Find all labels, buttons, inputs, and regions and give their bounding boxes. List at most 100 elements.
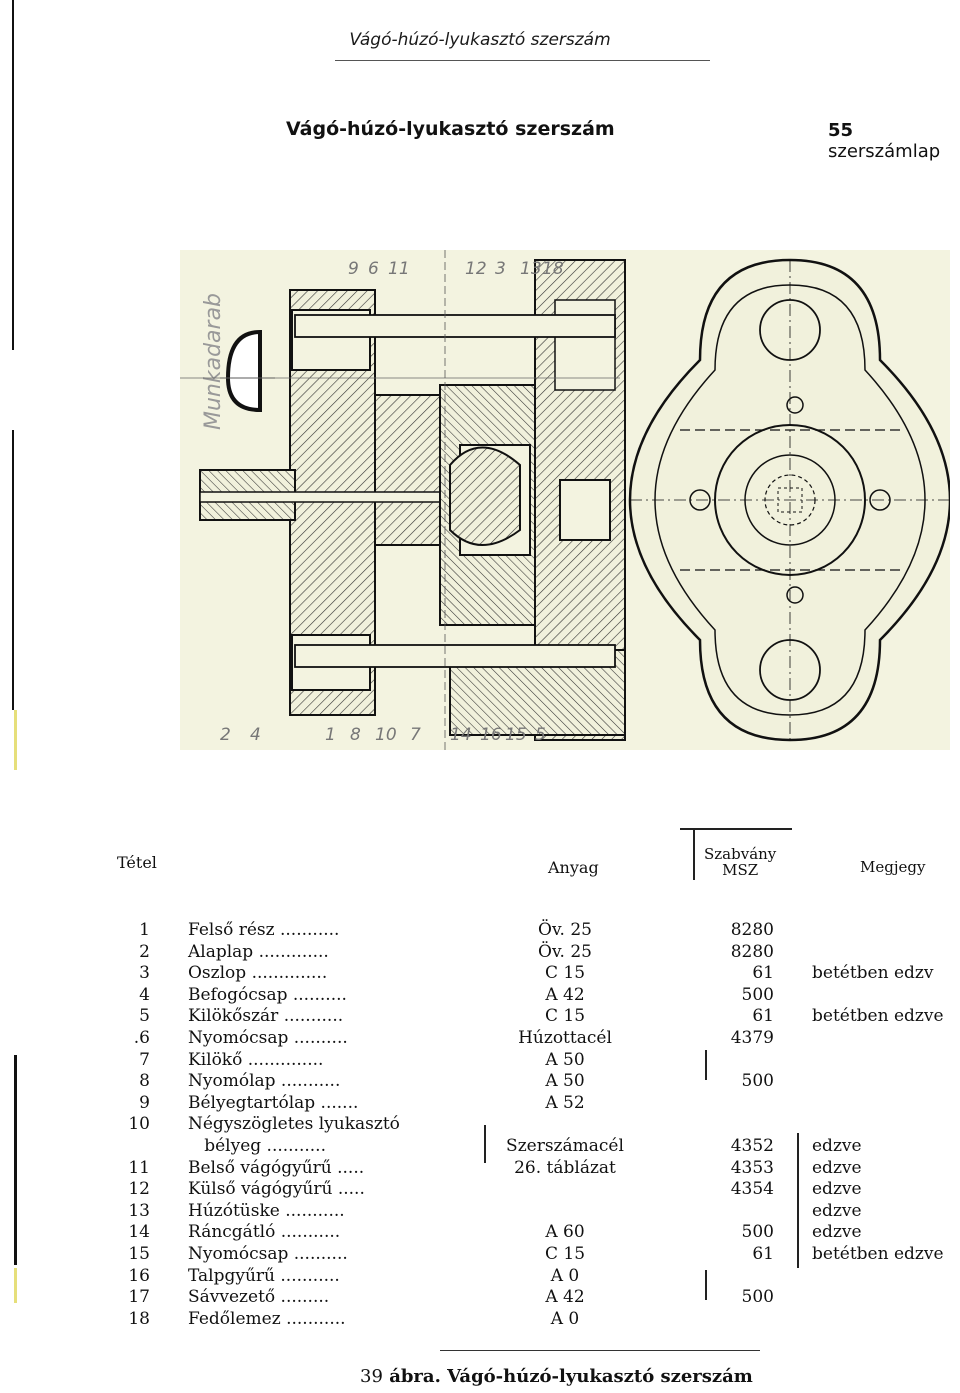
column-header-standard: Szabvány MSZ xyxy=(704,846,776,878)
figure-caption: 39 ábra. Vágó-húzó-lyukasztó szerszám xyxy=(360,1366,753,1387)
item-number: 8 xyxy=(139,1071,150,1092)
plan-view xyxy=(628,258,950,742)
part-standard: 8280 xyxy=(730,941,774,962)
part-name: Befogócsap .......... xyxy=(188,984,347,1005)
part-name: Nyomócsap .......... xyxy=(188,1028,348,1048)
part-name: Alaplap ............. xyxy=(188,941,329,962)
part-name: Felső rész ........... xyxy=(188,920,340,940)
part-standard: 500 xyxy=(741,984,774,1005)
table-row: 5 Kilökőszár ........... C 15 61 betétbe… xyxy=(0,1006,960,1028)
workpiece-label: Munkadarab xyxy=(201,293,226,430)
item-number: 4 xyxy=(139,984,150,1005)
part-material: A 42 xyxy=(545,984,585,1005)
part-standard: 61 xyxy=(752,1244,774,1264)
margin-bar xyxy=(14,710,17,770)
table-row: 12 Külső vágógyűrű ..... 4354 edzve xyxy=(0,1179,960,1201)
part-material: A 52 xyxy=(545,1092,585,1113)
part-material: A 60 xyxy=(545,1222,585,1243)
part-name: Kilökőszár ........... xyxy=(188,1006,344,1027)
running-header: Vágó-húzó-lyukasztó szerszám xyxy=(349,30,611,50)
parts-table: 1 Felső rész ........... Öv. 25 8280 2 A… xyxy=(0,920,960,1340)
part-note: betétben edzve xyxy=(812,1006,944,1027)
part-material: A 0 xyxy=(550,1308,580,1329)
callout-label: 1 xyxy=(325,725,336,745)
item-number: 14 xyxy=(128,1222,150,1243)
part-material: C 15 xyxy=(544,1006,586,1027)
part-note: edzve xyxy=(812,1179,862,1200)
group-bracket xyxy=(484,1125,486,1163)
part-name: Sávvezető ......... xyxy=(188,1287,330,1308)
table-row: 3 Oszlop .............. C 15 61 betétben… xyxy=(0,963,960,985)
part-name: Kilökő .............. xyxy=(188,1049,324,1070)
part-material: A 50 xyxy=(545,1049,585,1070)
part-standard: 4352 xyxy=(730,1136,774,1156)
callout-label: 7 xyxy=(410,725,421,745)
part-material: Húzottacél xyxy=(518,1028,612,1048)
group-bracket xyxy=(705,1270,707,1300)
caption-rule xyxy=(440,1350,760,1351)
item-number: 1 xyxy=(139,920,150,940)
margin-bar xyxy=(12,0,14,350)
part-standard: 61 xyxy=(752,963,774,984)
part-note: edzve xyxy=(812,1136,862,1156)
item-number: 10 xyxy=(128,1114,150,1135)
margin-bar xyxy=(14,1055,17,1265)
part-name: Nyomólap ........... xyxy=(188,1071,341,1092)
part-standard: 500 xyxy=(741,1287,774,1308)
callout-label: 8 xyxy=(350,725,361,745)
table-row: 1 Felső rész ........... Öv. 25 8280 xyxy=(0,920,960,942)
part-standard: 61 xyxy=(752,1006,774,1027)
group-bracket xyxy=(705,1050,707,1080)
callout-label: 2 xyxy=(220,725,231,745)
table-row: 15 Nyomócsap .......... C 15 61 betétben… xyxy=(0,1244,960,1266)
part-name: Ráncgátló ........... xyxy=(188,1222,341,1243)
part-name: Talpgyűrű ........... xyxy=(188,1265,340,1286)
sheet-number-value: 55 xyxy=(828,120,854,141)
item-number: 15 xyxy=(128,1244,150,1264)
column-header-item: Tétel xyxy=(117,853,157,872)
table-row: 16 Talpgyűrű ........... A 0 xyxy=(0,1266,960,1288)
part-name: Oszlop .............. xyxy=(188,963,328,984)
header-box-rule xyxy=(693,830,695,880)
header-rule xyxy=(335,60,710,61)
item-number: 7 xyxy=(139,1049,150,1070)
item-number: 12 xyxy=(128,1179,150,1200)
note-bracket xyxy=(797,1133,799,1268)
item-number: 3 xyxy=(139,963,150,984)
part-material: C 15 xyxy=(544,963,586,984)
figure-caption-text: ábra. Vágó-húzó-lyukasztó szerszám xyxy=(389,1366,753,1387)
part-note: edzve xyxy=(812,1157,862,1178)
figure-number: 39 xyxy=(360,1366,383,1387)
column-header-standard-line1: Szabvány xyxy=(704,845,777,863)
item-number: 9 xyxy=(139,1092,150,1113)
table-row: 10 Négyszögletes lyukasztó xyxy=(0,1114,960,1136)
margin-bar xyxy=(12,430,14,710)
part-name: Húzótüske ........... xyxy=(188,1200,345,1221)
part-material: C 15 xyxy=(544,1244,586,1264)
callout-label: 9 xyxy=(348,259,359,279)
sheet-number-label: szerszámlap xyxy=(828,141,941,162)
table-row: 4 Befogócsap .......... A 42 500 xyxy=(0,985,960,1007)
part-name: bélyeg ........... xyxy=(188,1136,326,1156)
callout-label: 14 xyxy=(450,725,472,745)
pillar xyxy=(294,314,616,338)
part-standard: 500 xyxy=(741,1222,774,1243)
part-name: Bélyegtartólap ....... xyxy=(188,1092,359,1113)
callout-label: 4 xyxy=(250,725,261,745)
item-number: 17 xyxy=(128,1287,150,1308)
callout-label: 11 xyxy=(388,259,410,279)
margin-bar xyxy=(14,1268,17,1303)
item-number: .6 xyxy=(133,1028,150,1048)
part-material: Öv. 25 xyxy=(538,941,592,962)
callout-label: 16 xyxy=(480,725,502,745)
table-row: 8 Nyomólap ........... A 50 500 xyxy=(0,1071,960,1093)
part-name: Négyszögletes lyukasztó xyxy=(188,1114,400,1135)
part-material: Öv. 25 xyxy=(538,920,592,940)
part-standard: 4379 xyxy=(730,1028,774,1048)
callout-label: 10 xyxy=(375,725,397,745)
part-standard: 500 xyxy=(741,1071,774,1092)
part-name: Fedőlemez ........... xyxy=(188,1308,346,1329)
item-number: 13 xyxy=(128,1200,150,1221)
callout-label: 18 xyxy=(542,259,564,279)
column-header-note: Megjegy xyxy=(860,858,926,876)
